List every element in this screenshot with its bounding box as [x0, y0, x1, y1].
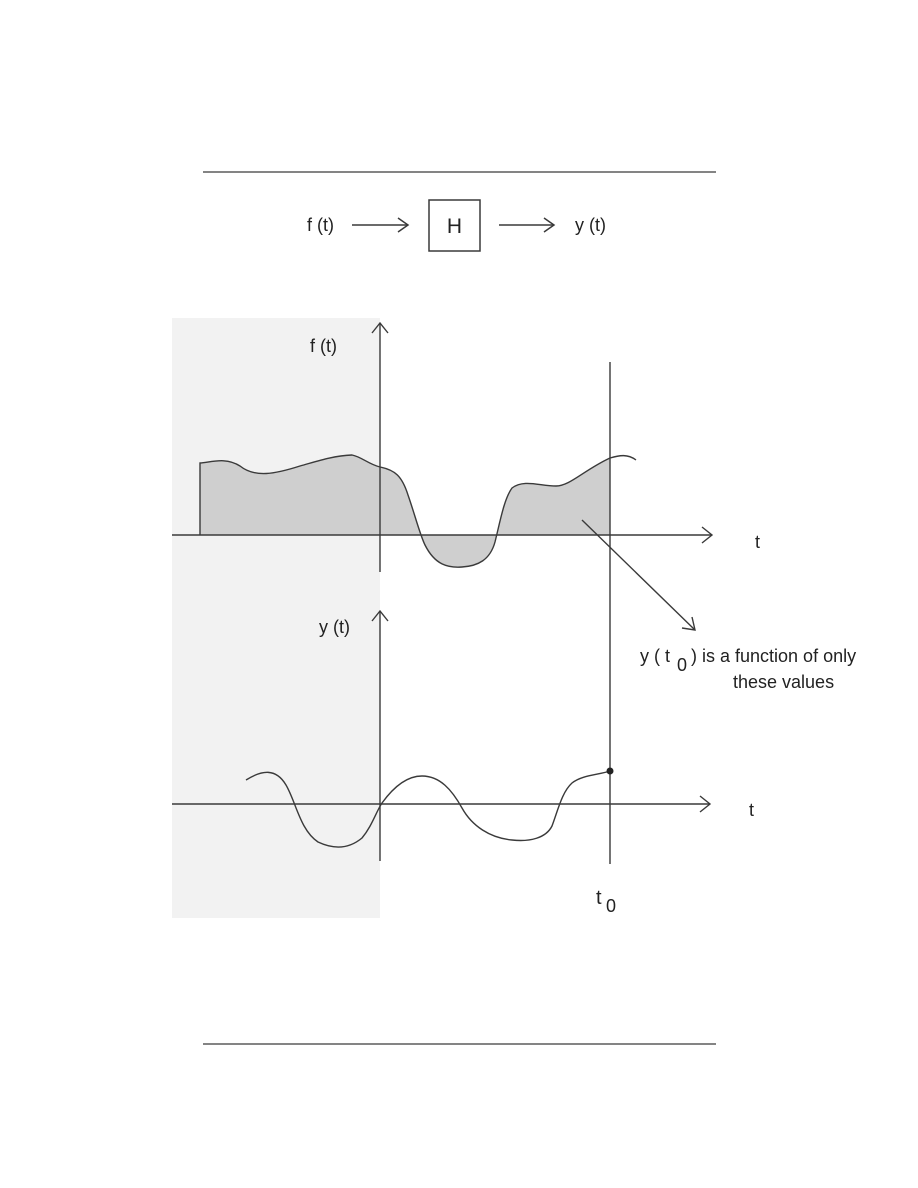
- t0-label: t 0: [596, 887, 616, 916]
- output-x-axis-label: t: [749, 800, 754, 820]
- output-y-axis-label: y (t): [319, 617, 350, 637]
- annotation-arrow: [581, 519, 696, 631]
- system-block: [428, 199, 481, 252]
- input-y-axis-label: f (t): [310, 336, 337, 356]
- output-axes: [172, 609, 712, 861]
- input-signal-curve: [199, 454, 637, 568]
- annotation-text: y ( t 0 ) is a function of only these va…: [640, 646, 856, 692]
- input-arrow: [352, 217, 410, 233]
- output-plot: y (t) t: [172, 609, 754, 861]
- input-x-axis-label: t: [755, 532, 760, 552]
- annotation-subscript: 0: [677, 655, 687, 675]
- output-value-dot: [606, 767, 614, 775]
- past-region-shade: [172, 318, 380, 918]
- annotation-line2: these values: [733, 672, 834, 692]
- input-area-shading: [200, 455, 610, 568]
- system-block-label: H: [447, 215, 462, 238]
- input-axes: [172, 321, 714, 572]
- annotation-prefix: y ( t: [640, 646, 670, 666]
- block-output-label: y (t): [575, 215, 606, 235]
- output-signal-curve: [245, 770, 611, 848]
- t0-subscript: 0: [606, 896, 616, 916]
- block-input-label: f (t): [307, 215, 334, 235]
- block-diagram: f (t) H y (t): [307, 199, 606, 252]
- t0-base: t: [596, 887, 602, 909]
- output-arrow: [499, 217, 556, 233]
- input-plot: f (t) t: [172, 321, 760, 572]
- annotation-suffix: ) is a function of only: [691, 646, 856, 666]
